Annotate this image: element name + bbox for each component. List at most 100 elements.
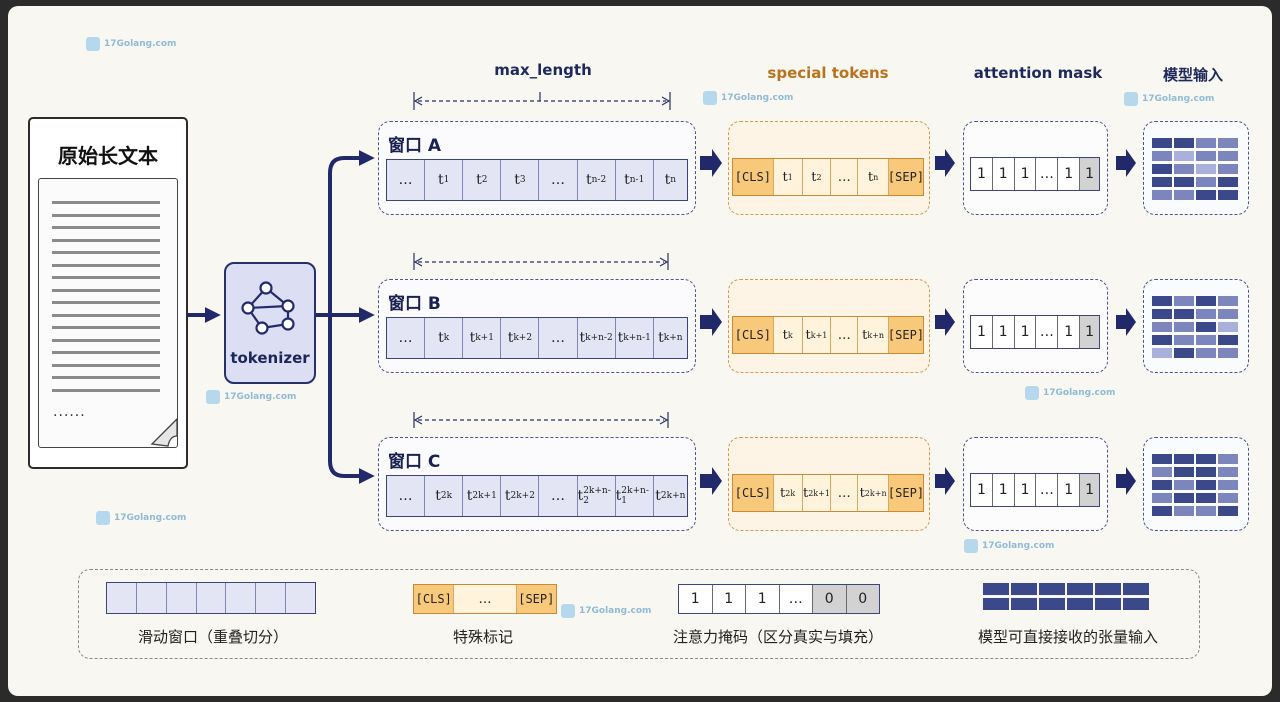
token-cell: …	[539, 476, 578, 516]
token-base: [CLS]	[734, 328, 771, 342]
special-token-cell: [CLS]	[733, 475, 774, 511]
token-subscript: k+1	[475, 333, 494, 343]
mask-cell: 1	[1080, 316, 1099, 348]
token-base: [SEP]	[887, 486, 925, 500]
tensor-cell	[1218, 454, 1238, 464]
token-subscript: n	[670, 175, 677, 185]
connector-layer	[186, 92, 1136, 495]
tensor-cell	[1218, 322, 1238, 332]
mask-cell: 1	[1015, 316, 1037, 348]
watermark-logo-icon	[206, 390, 220, 404]
legend-tensor-cell	[1067, 583, 1093, 595]
token-base: …	[837, 169, 851, 185]
token-subscript: k+2	[513, 333, 533, 343]
watermark: 17Golang.com	[964, 539, 1054, 553]
tensor-cell	[1152, 493, 1172, 503]
watermark: 17Golang.com	[206, 390, 296, 404]
token-subscript: n-2	[591, 175, 607, 185]
legend	[78, 569, 1200, 659]
tokenizer-label: tokenizer	[230, 349, 310, 367]
tensor-cell	[1196, 138, 1216, 148]
tensor-grid-icon	[1152, 454, 1238, 516]
tensor-cell	[1174, 506, 1194, 516]
token-base: …	[550, 172, 565, 188]
legend-window-cell	[286, 583, 315, 613]
token-subscript: k+n	[663, 333, 683, 343]
token-subscript: 2k+1	[472, 491, 497, 501]
tensor-cell	[1174, 138, 1194, 148]
tensor-cell	[1174, 480, 1194, 490]
mask-cell: 1	[1080, 158, 1099, 190]
token-base: [SEP]	[887, 328, 925, 342]
max-length-bracket-a	[413, 92, 671, 110]
token-base: t	[585, 172, 592, 188]
tensor-cell	[1196, 322, 1216, 332]
token-subscript: 2k+n	[864, 488, 887, 498]
document-text-line	[52, 388, 160, 392]
tensor-cell	[1174, 454, 1194, 464]
row-arrows	[700, 149, 1136, 495]
token-subscript: 2k+n-2	[583, 486, 611, 506]
legend-mask-cell: …	[780, 585, 813, 613]
token-base: t	[782, 327, 788, 343]
legend-special-token: [SEP]	[516, 585, 556, 613]
mask-cell: 1	[1058, 158, 1081, 190]
tensor-cell	[1196, 506, 1216, 516]
tensor-cell	[1152, 177, 1172, 187]
document-text-line	[52, 288, 160, 292]
document-text-line	[52, 313, 160, 317]
token-cell: …	[831, 475, 859, 511]
tensor-cell	[1196, 348, 1216, 358]
tensor-cell	[1218, 138, 1238, 148]
header-attention-mask: attention mask	[973, 64, 1103, 82]
legend-tensor-cell	[983, 583, 1009, 595]
legend-tensor-cell	[1095, 583, 1121, 595]
tensor-cell	[1196, 454, 1216, 464]
tensor-cell	[1152, 506, 1172, 516]
mask-cell: 1	[993, 316, 1015, 348]
special-token-cell: [SEP]	[887, 475, 925, 511]
diagram-canvas: max_length special tokens attention mask…	[8, 6, 1272, 696]
tensor-cell	[1218, 493, 1238, 503]
token-base: t	[437, 172, 444, 188]
token-subscript: k+n-1	[623, 333, 651, 343]
tensor-cell	[1174, 151, 1194, 161]
token-base: t	[811, 169, 817, 185]
tensor-cell	[1196, 467, 1216, 477]
token-subscript: 1	[443, 175, 450, 185]
token-subscript: k+n	[867, 330, 885, 340]
tensor-cell	[1152, 454, 1172, 464]
token-base: t	[624, 172, 630, 188]
watermark: 17Golang.com	[1124, 92, 1214, 106]
token-cell: …	[539, 160, 578, 200]
mask-cell: 1	[1015, 474, 1037, 506]
legend-tensor-cell	[1011, 583, 1037, 595]
document-text-line	[52, 276, 160, 279]
watermark: 17Golang.com	[1025, 386, 1115, 400]
branch-to-window-a	[328, 150, 375, 315]
watermark-logo-icon	[703, 91, 717, 105]
token-base: t	[577, 488, 584, 504]
token-base: …	[550, 330, 565, 346]
tensor-cell	[1174, 335, 1194, 345]
token-base: t	[664, 172, 671, 188]
token-subscript: n	[873, 172, 879, 182]
mask-cell: 1	[1058, 316, 1081, 348]
legend-tensor-cell	[983, 598, 1009, 610]
watermark: 17Golang.com	[703, 91, 793, 105]
tensor-cell	[1152, 335, 1172, 345]
tensor-cell	[1174, 322, 1194, 332]
watermark-logo-icon	[561, 604, 575, 618]
mask-cell: 1	[971, 158, 993, 190]
tensor-cell	[1196, 177, 1216, 187]
header-max-length: max_length	[494, 61, 592, 79]
